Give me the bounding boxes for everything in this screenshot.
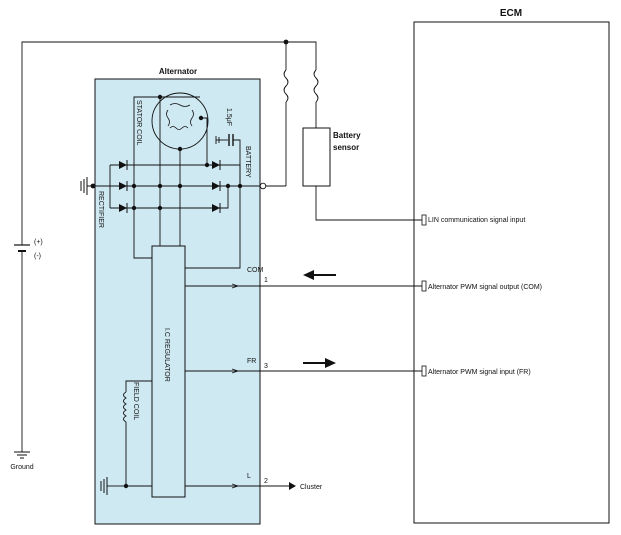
com-pin-number: 1 (264, 277, 268, 284)
ecm-title: ECM (500, 8, 522, 19)
ground-symbol (14, 451, 30, 459)
battery-terminal-wiring (240, 182, 286, 190)
ecm-pwm-in-label: Alternator PWM signal input (FR) (428, 369, 531, 376)
rectifier-label: RECTIFIER (97, 191, 104, 228)
battery-plus-label: (+) (34, 239, 43, 246)
top-power-wires (21, 39, 319, 245)
field-coil (100, 380, 152, 495)
battery-terminal-label: BATTERY (244, 146, 251, 178)
ic-regulator (151, 245, 186, 498)
rectifier (80, 160, 243, 213)
battery-sensor (302, 127, 331, 187)
l-pin-number: 2 (264, 478, 268, 485)
fr-pin-number: 3 (264, 363, 268, 370)
input-direction-arrow (303, 358, 336, 368)
lin-wire (315, 186, 424, 221)
ecm-pwm-out-pin (421, 280, 427, 292)
battery-sensor-label-1: Battery (333, 131, 361, 140)
field-coil-label: FIELD COIL (132, 382, 139, 420)
fr-signal-wire (185, 368, 424, 374)
alternator-title: Alternator (159, 67, 197, 76)
ground-label: Ground (10, 464, 33, 471)
stator-coil-label: STATOR COIL (135, 100, 142, 146)
battery-minus-label: (-) (34, 253, 41, 260)
ecm-pwm-in-pin (421, 365, 427, 377)
l-terminal-label: L (247, 473, 251, 480)
com-signal-wire (185, 283, 424, 289)
ic-regulator-label: I.C REGULATOR (163, 328, 170, 382)
fr-terminal-label: FR (247, 358, 256, 365)
battery-symbol (14, 244, 30, 452)
com-terminal-label: COM (247, 267, 264, 274)
battery-terminal-node (259, 182, 267, 190)
ecm-lin-label: LIN communication signal input (428, 217, 525, 224)
ecm-lin-pin (421, 214, 427, 226)
regulator-supply-wire (185, 186, 241, 269)
ecm-box (413, 21, 610, 524)
battery-sensor-label-2: sensor (333, 143, 359, 152)
capacitor-label: 1.5μF (225, 108, 232, 126)
ecm-pwm-out-label: Alternator PWM signal output (COM) (428, 284, 542, 291)
output-direction-arrow (303, 270, 336, 280)
l-cluster-wire (185, 482, 296, 490)
cluster-label: Cluster (300, 484, 323, 491)
